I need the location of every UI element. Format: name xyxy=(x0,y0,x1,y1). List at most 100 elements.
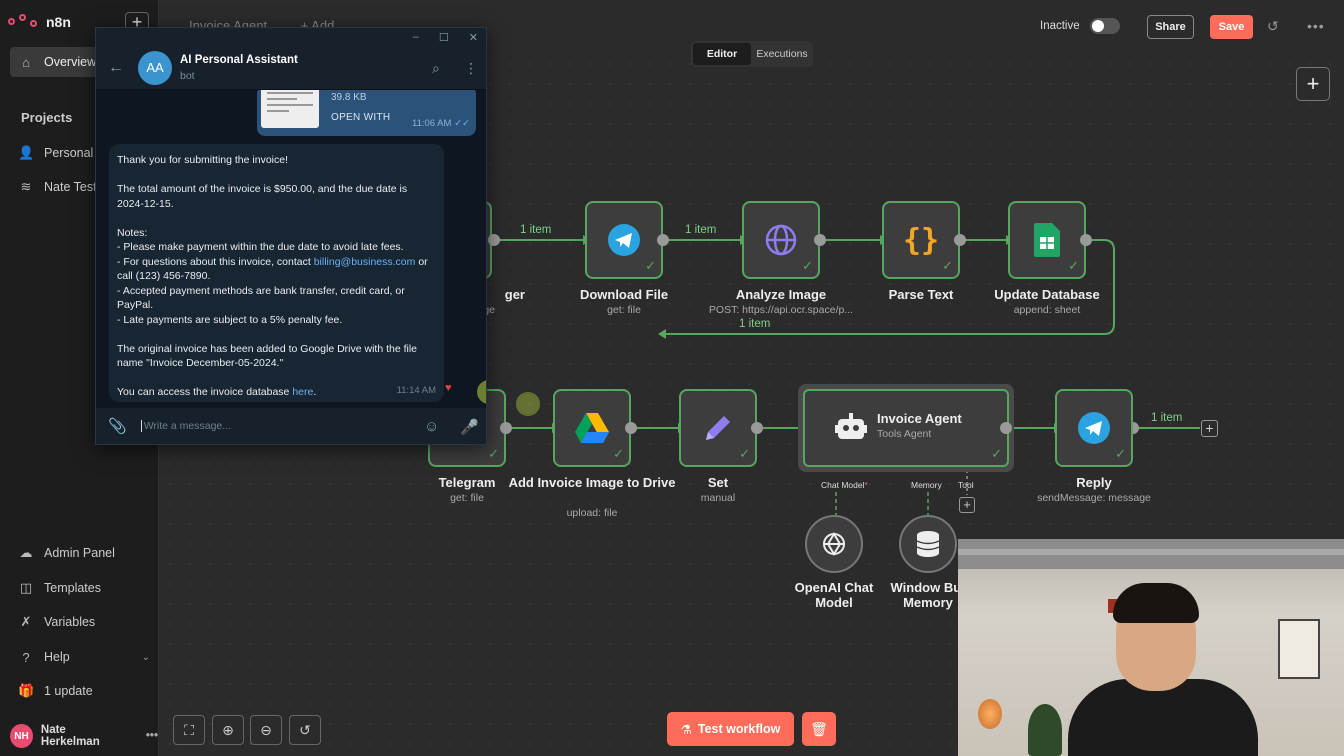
more-icon[interactable]: ••• xyxy=(145,730,158,742)
sidebar-item-label: Help xyxy=(44,650,70,664)
heart-reaction-icon[interactable]: ♥ xyxy=(445,382,452,394)
share-button[interactable]: Share xyxy=(1147,15,1194,39)
close-icon[interactable]: ✕ xyxy=(468,31,478,44)
user-menu[interactable]: NH Nate Herkelman ••• xyxy=(10,724,158,748)
minimize-icon[interactable]: – xyxy=(412,31,419,43)
success-check-icon: ✓ xyxy=(488,446,499,461)
status-label: Inactive xyxy=(1040,20,1080,32)
test-workflow-label: Test workflow xyxy=(697,722,781,736)
chat-name[interactable]: AI Personal Assistant xyxy=(180,53,298,66)
sidebar-item-label: 1 update xyxy=(44,684,93,698)
success-check-icon: ✓ xyxy=(991,446,1002,461)
node-reply[interactable]: ✓ xyxy=(1055,389,1133,467)
output-port[interactable] xyxy=(657,234,669,246)
file-message[interactable]: 39.8 KB OPEN WITH 11:06 AM ✓✓ xyxy=(257,90,476,136)
output-port[interactable] xyxy=(1080,234,1092,246)
tab-executions[interactable]: Executions xyxy=(756,48,808,60)
view-tabs: Editor Executions xyxy=(691,41,813,67)
file-thumbnail xyxy=(261,90,319,128)
node-subtitle: manual xyxy=(700,492,736,504)
zoom-in-button[interactable]: ⊕ xyxy=(212,715,244,745)
maximize-icon[interactable]: ☐ xyxy=(438,31,449,44)
node-label: Set xyxy=(707,475,729,490)
test-workflow-button[interactable]: ⚗ Test workflow xyxy=(667,712,794,746)
success-check-icon: ✓ xyxy=(613,446,624,461)
email-link[interactable]: billing@business.com xyxy=(313,255,416,268)
database-link[interactable]: here xyxy=(292,386,314,398)
reset-zoom-button[interactable]: ↺ xyxy=(289,715,321,745)
node-window-buffer-memory[interactable] xyxy=(899,515,957,573)
attach-icon[interactable]: 📎 xyxy=(108,418,127,435)
success-check-icon: ✓ xyxy=(645,258,656,273)
output-port[interactable] xyxy=(751,422,763,434)
open-with-link[interactable]: OPEN WITH xyxy=(331,112,391,123)
back-arrow-icon[interactable]: ← xyxy=(108,58,124,76)
node-openai-chat-model[interactable] xyxy=(805,515,863,573)
avatar: NH xyxy=(10,724,33,748)
user-icon: 👤 xyxy=(18,145,35,160)
n8n-logo[interactable]: n8n xyxy=(8,12,71,32)
telegram-icon xyxy=(608,224,640,256)
sidebar-item-templates[interactable]: ◫ Templates xyxy=(10,573,150,603)
add-node-panel-button[interactable]: + xyxy=(1296,67,1330,101)
output-port[interactable] xyxy=(625,422,637,434)
chat-header: ← AA AI Personal Assistant bot ⌕ ⋮ xyxy=(96,46,486,90)
add-tool-button[interactable]: + xyxy=(959,497,975,513)
sidebar-item-personal[interactable]: 👤 Personal xyxy=(10,138,150,168)
save-button[interactable]: Save xyxy=(1210,15,1253,39)
node-subtitle: append: sheet xyxy=(1013,304,1081,316)
output-port[interactable] xyxy=(500,422,512,434)
active-toggle[interactable]: Inactive xyxy=(1040,18,1120,34)
output-port[interactable] xyxy=(954,234,966,246)
node-subtitle: sendMessage: message xyxy=(1037,492,1151,504)
node-analyze-image[interactable]: ✓ xyxy=(742,201,820,279)
chat-avatar[interactable]: AA xyxy=(138,50,172,85)
read-check-icon: ✓✓ xyxy=(454,118,470,129)
node-invoice-agent[interactable]: Invoice Agent Tools Agent ✓ xyxy=(798,384,1014,472)
node-update-database[interactable]: ✓ xyxy=(1008,201,1086,279)
more-options-icon[interactable]: ••• xyxy=(1307,18,1325,34)
node-download-file[interactable]: ✓ xyxy=(585,201,663,279)
delete-button[interactable]: 🗑 xyxy=(802,712,836,746)
trash-icon: 🗑 xyxy=(810,720,828,737)
agent-port-chat-model: Chat Model* xyxy=(821,480,868,490)
microphone-icon[interactable]: 🎤 xyxy=(460,419,479,436)
kebab-menu-icon[interactable]: ⋮ xyxy=(464,60,478,76)
zoom-out-button[interactable]: ⊖ xyxy=(250,715,282,745)
success-check-icon: ✓ xyxy=(1068,258,1079,273)
node-add-invoice-to-drive[interactable]: ✓ xyxy=(553,389,631,467)
tab-editor[interactable]: Editor xyxy=(693,43,751,65)
add-node-button[interactable]: + xyxy=(1201,420,1218,437)
chat-messages[interactable]: 39.8 KB OPEN WITH 11:06 AM ✓✓ Thank you … xyxy=(96,90,486,408)
node-label: OpenAI Chat Model xyxy=(794,580,874,610)
output-port[interactable] xyxy=(814,234,826,246)
agent-title: Invoice Agent xyxy=(877,411,962,426)
sidebar-item-admin-panel[interactable]: ☁ Admin Panel xyxy=(10,538,150,568)
sidebar-item-label: Templates xyxy=(44,581,101,595)
node-label: Download File xyxy=(579,287,669,302)
sidebar-item-project[interactable]: ≋ Nate Testi xyxy=(10,172,150,202)
sidebar-item-variables[interactable]: ✗ Variables xyxy=(10,607,150,637)
node-subtitle: POST: https://api.ocr.space/p... xyxy=(708,304,854,316)
sidebar-item-label: Personal xyxy=(44,146,94,160)
output-port[interactable] xyxy=(488,234,500,246)
webcam-overlay xyxy=(958,539,1344,756)
fit-view-button[interactable]: ⛶ xyxy=(173,715,205,745)
globe-icon xyxy=(765,224,797,256)
sidebar-item-update[interactable]: 🎁 1 update xyxy=(10,676,150,706)
toggle-switch[interactable] xyxy=(1089,18,1120,34)
message-input[interactable]: Write a message... xyxy=(140,420,231,432)
gift-icon: 🎁 xyxy=(18,683,35,698)
flask-icon: ⚗ xyxy=(680,722,692,737)
message-time: 11:14 AM xyxy=(396,384,436,396)
success-check-icon: ✓ xyxy=(942,258,953,273)
top-bar: Invoice Agent + Add Inactive Share Save … xyxy=(159,0,1344,54)
emoji-icon[interactable]: ☺ xyxy=(424,418,440,435)
sidebar-item-help[interactable]: ? Help ⌄ xyxy=(10,642,150,672)
output-port[interactable] xyxy=(1000,422,1012,434)
robot-icon xyxy=(835,413,867,439)
history-icon[interactable]: ↺ xyxy=(1267,18,1279,34)
node-parse-text[interactable]: {} ✓ xyxy=(882,201,960,279)
node-set[interactable]: ✓ xyxy=(679,389,757,467)
search-icon[interactable]: ⌕ xyxy=(432,60,440,76)
